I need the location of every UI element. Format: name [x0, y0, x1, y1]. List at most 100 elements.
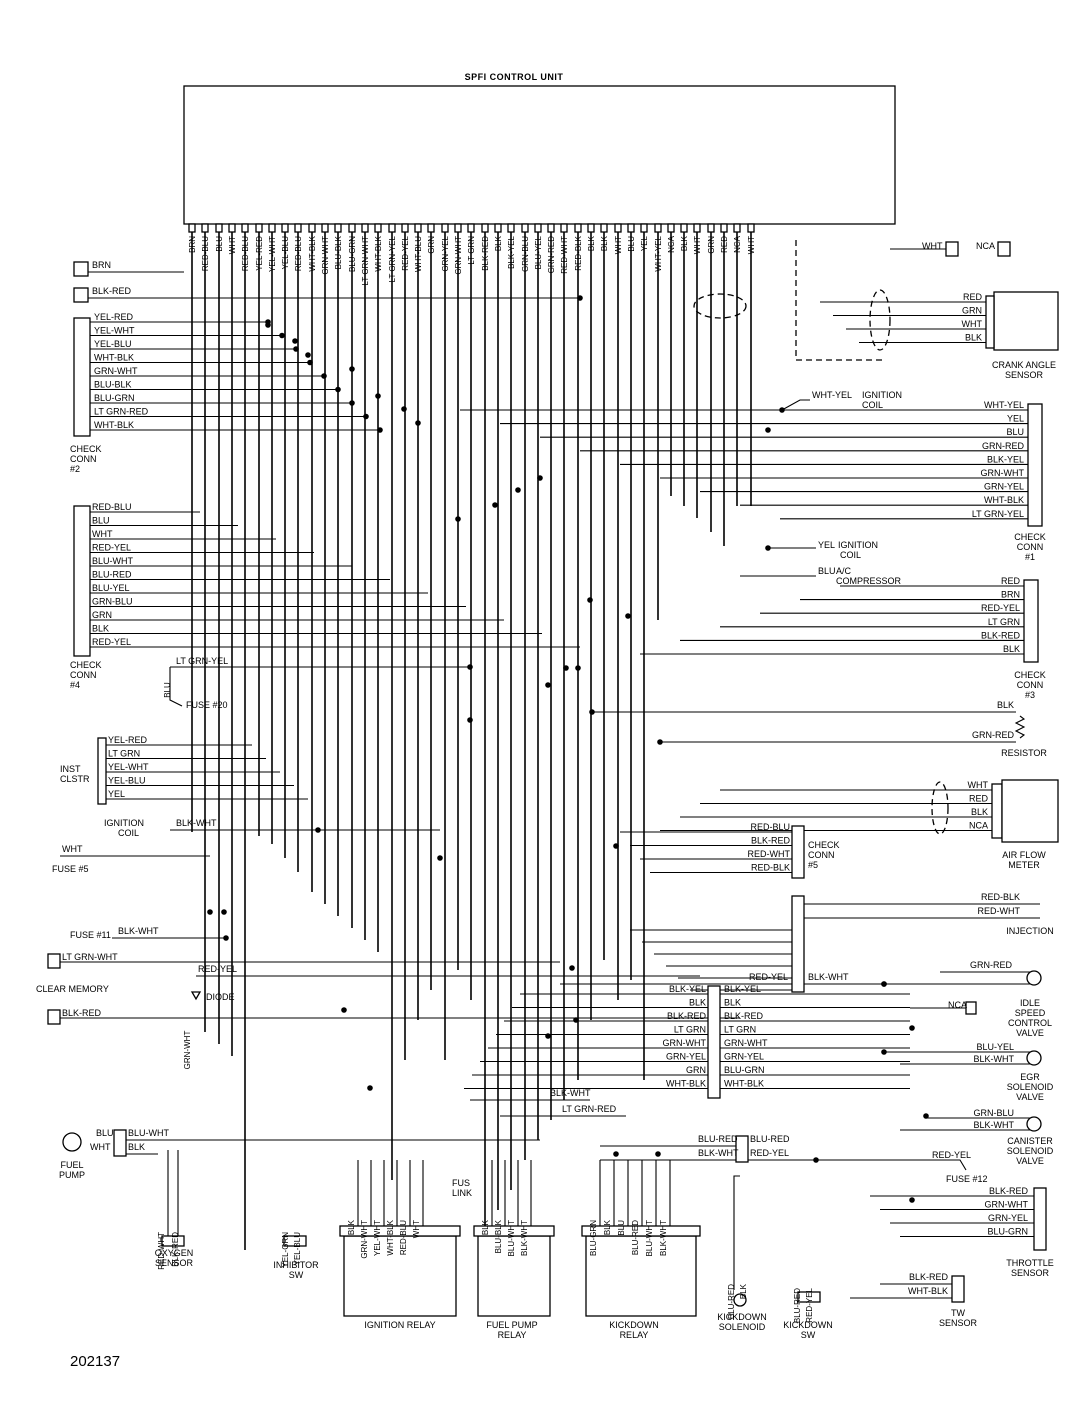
control-unit-pin-label: BLK-RED: [481, 236, 490, 271]
junction-dot: [467, 717, 473, 723]
control-unit-pin: [707, 223, 715, 233]
ignition-relay-wire-label: WHT: [412, 1220, 421, 1238]
fuel-pump-conn: [113, 1129, 127, 1157]
relay-feed-label: BLK-WHT: [550, 1088, 591, 1098]
control-unit-pin-label: LT GRN-YEL: [388, 235, 397, 282]
check-conn-4-wire-label: RED-YEL: [92, 637, 131, 647]
fuel-pump-wire-label: WHT: [90, 1142, 111, 1152]
ignition-relay-wire-label: GRN-WHT: [360, 1220, 369, 1259]
control-unit-pin-label: BLK-YEL: [507, 235, 516, 268]
crank-angle-sensor-box: [993, 291, 1059, 351]
ignition-coil-3-label: COIL: [118, 828, 139, 838]
air-flow-meter-wire-label: NCA: [969, 821, 988, 831]
check-conn-1-box: [1027, 403, 1043, 527]
check-conn-1-wire-label: LT GRN-YEL: [972, 509, 1024, 519]
check-conn-2-wire-label: BLK-RED: [92, 286, 132, 296]
check-conn-4-wire-label: RED-YEL: [92, 543, 131, 553]
kickdown-solenoid-wire-label: BLU-RED: [727, 1284, 736, 1319]
kickdown-solenoid-wire-label: BLK: [739, 1283, 748, 1299]
injection-connector-box: [791, 895, 805, 993]
control-unit-pin: [654, 223, 662, 233]
isc-wire-label: BLK-WHT: [808, 972, 849, 982]
control-unit-pin-label: GRN-BLU: [521, 236, 530, 272]
control-unit-pin-label: YEL-WHT: [268, 236, 277, 272]
check-conn-5-wire-label: RED-BLK: [751, 863, 790, 873]
conn-block-left-label: GRN: [686, 1065, 706, 1075]
junction-dot: [577, 295, 583, 301]
kickdown-sw-conn: [797, 1291, 821, 1303]
shield-ellipse: [869, 289, 891, 351]
control-unit-pin-label: RED-YEL: [401, 235, 410, 270]
control-unit-pin: [534, 223, 542, 233]
conn-block-right-label: BLK-RED: [724, 1011, 764, 1021]
shield-drain: [795, 240, 884, 361]
component-boxes: [47, 85, 1059, 1317]
control-unit-pin: [614, 223, 622, 233]
junction-dot: [655, 1151, 661, 1157]
fuse-12-label: FUSE #12: [946, 1174, 988, 1184]
junction-dot: [779, 407, 785, 413]
ac-compressor-label: A/C: [836, 566, 852, 576]
fuse-20-wire-label: LT GRN-YEL: [176, 656, 228, 666]
junction-dot: [613, 1151, 619, 1157]
inst-clstr-wire-label: YEL-BLU: [108, 776, 146, 786]
junction-dot: [207, 909, 213, 915]
control-unit-pin-label: YEL-RED: [255, 236, 264, 271]
canister-valve-icon: [1026, 1116, 1042, 1132]
control-unit-pin: [627, 223, 635, 233]
relay-feed-label: BLU-RED: [750, 1134, 790, 1144]
kickdown-sw-wire-label: RED-YEL: [805, 1287, 814, 1322]
fuse-5-wire-label: WHT: [62, 844, 83, 854]
junction-dot: [881, 981, 887, 987]
air-flow-meter-conn: [991, 783, 1003, 839]
check-conn-2-wire-label: YEL-BLU: [94, 339, 132, 349]
resistor-title: RESISTOR: [1001, 748, 1047, 758]
control-unit-pin: [481, 223, 489, 233]
isc-nca-conn: [965, 1001, 977, 1015]
check-conn-2-wire-label: GRN-WHT: [94, 366, 138, 376]
fuel-pump-wire-label: BLK: [128, 1142, 145, 1152]
junction-dot: [223, 935, 229, 941]
control-unit-box: [183, 85, 896, 225]
check-conn-5-box: [791, 825, 805, 879]
control-unit-pin: [467, 223, 475, 233]
check-conn-2-wire-label: BRN: [92, 260, 111, 270]
ignition-relay-title: IGNITION RELAY: [364, 1320, 435, 1330]
junction-dot: [909, 1025, 915, 1031]
junction-dot: [569, 965, 575, 971]
junction-dot: [292, 338, 298, 344]
kickdown-relay-wire-label: BLK: [603, 1219, 612, 1235]
conn-block-left-label: BLK-RED: [667, 1011, 707, 1021]
kickdown-relay-wire-label: BLU-WHT: [645, 1220, 654, 1257]
crank-angle-sensor-wire-label: WHT: [962, 319, 983, 329]
control-unit-pin: [574, 223, 582, 233]
control-unit-pin: [494, 223, 502, 233]
conn-block-left-label: BLK-YEL: [669, 984, 706, 994]
control-unit-pin-label: BLK: [600, 235, 609, 251]
kickdown-relay-wire-label: BLU-GRN: [589, 1220, 598, 1256]
junction-dot: [537, 475, 543, 481]
injection-wire-label: RED-WHT: [978, 906, 1021, 916]
control-unit-pin-label: BLK: [494, 235, 503, 251]
check-conn-1-wire-label: BLK-YEL: [987, 454, 1024, 464]
check-conn-4-wire-label: GRN-BLU: [92, 597, 133, 607]
resistor-wire-label: BLK: [997, 700, 1014, 710]
ignition-coil-1-wire-label: WHT-YEL: [812, 390, 852, 400]
control-unit-pin-label: WHT-BLK: [308, 235, 317, 271]
canister-wire-label: GRN-BLU: [973, 1108, 1014, 1118]
check-conn-2-blkred-box: [73, 287, 89, 303]
throttle-sensor-wire-label: BLK-RED: [989, 1186, 1029, 1196]
relay-feed-conn: [735, 1135, 749, 1163]
check-conn-3-wire-label: BLK-RED: [981, 630, 1021, 640]
